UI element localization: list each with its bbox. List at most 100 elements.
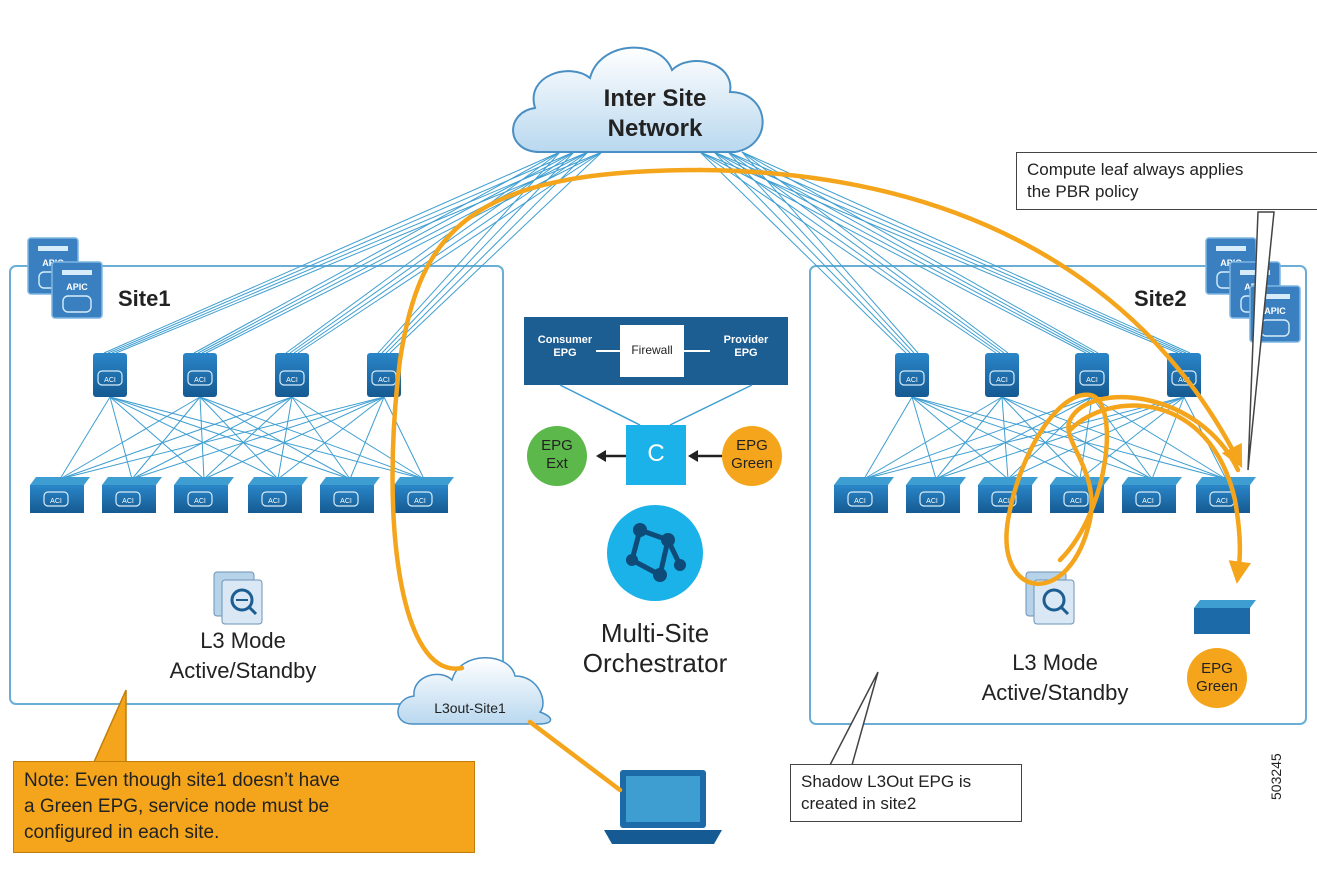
shadow-callout-line2: created in site2 — [801, 794, 917, 813]
compute-leaf-callout: Compute leaf always applies the PBR poli… — [1016, 152, 1317, 210]
orchestrator-line2: Orchestrator — [582, 648, 728, 678]
site2-leaf-switch-1: ACI — [834, 477, 894, 513]
acl-label: ACI — [996, 377, 1008, 384]
site2-epg-green-circle — [1187, 648, 1247, 708]
consumer-line2: EPG — [553, 347, 577, 359]
site2-spine-switch-3: ACI — [1075, 353, 1109, 397]
site2-leaf-switch-3: ACI — [978, 477, 1038, 513]
epg-ext-line1: EPG — [541, 437, 573, 454]
apic-label: APIC — [1264, 306, 1286, 316]
site1-service-line2: Active/Standby — [169, 658, 317, 683]
site2-leaf-switch-5: ACI — [1122, 477, 1182, 513]
acl-label: ACI — [926, 498, 938, 505]
note-line1: Note: Even though site1 doesn’t have — [24, 770, 340, 791]
orchestrator-label: Multi-Site Orchestrator — [583, 618, 728, 678]
compute-callout-line2: the PBR policy — [1027, 182, 1139, 201]
site2-epg-line2: Green — [1196, 678, 1238, 695]
cloud-line2: Network — [607, 115, 703, 142]
apic-group: APICAPICAPICAPICAPIC — [27, 237, 1301, 343]
acl-label: ACI — [50, 498, 62, 505]
site1-note: Note: Even though site1 doesn’t have a G… — [13, 761, 475, 853]
laptop-link — [527, 719, 623, 793]
acl-label: ACI — [268, 498, 280, 505]
site1-leaf-switch-1: ACI — [30, 477, 90, 513]
mso-logo — [607, 505, 703, 601]
acl-label: ACI — [1086, 377, 1098, 384]
provider-line2: EPG — [734, 347, 758, 359]
epg-green-circle — [722, 426, 782, 486]
apic-label: APIC — [66, 282, 88, 292]
shadow-callout-line1: Shadow L3Out EPG is — [801, 772, 972, 791]
contract-c-label: C — [647, 440, 665, 467]
provider-epg-label: Provider EPG — [724, 334, 769, 360]
acl-label: ACI — [122, 498, 134, 505]
site1-spine-switch-2: ACI — [183, 353, 217, 397]
site1-service-label: L3 Mode Active/Standby — [170, 626, 317, 686]
l3out-label: L3out-Site1 — [434, 700, 506, 716]
epg-green-label: EPG Green — [731, 437, 773, 473]
traffic-path-to-endpoint — [1067, 403, 1251, 584]
switch-group: ACI ACI ACI ACI ACI ACI ACI ACI ACI ACI ACI ACI ACI A… — [30, 353, 1256, 513]
site2-label: Site2 — [1134, 286, 1187, 311]
site1-spine-switch-3: ACI — [275, 353, 309, 397]
epg-ext-label: EPG Ext — [541, 437, 573, 473]
site1-service-line1: L3 Mode — [200, 628, 286, 653]
site1-leaf-switch-5: ACI — [320, 477, 380, 513]
figure-id: 503245 — [1268, 753, 1284, 800]
shadow-l3out-callout: Shadow L3Out EPG is created in site2 — [790, 764, 1022, 822]
acl-label: ACI — [1216, 498, 1228, 505]
site2-epg-green-label: EPG Green — [1196, 660, 1238, 696]
site1-leaf-switch-4: ACI — [248, 477, 308, 513]
acl-label: ACI — [414, 498, 426, 505]
orchestrator-line1: Multi-Site — [600, 618, 710, 648]
site2-endpoint-server — [1194, 600, 1256, 634]
site2-epg-line1: EPG — [1201, 660, 1233, 677]
compute-callout-line1: Compute leaf always applies — [1027, 160, 1244, 179]
site2-leaf-switch-2: ACI — [906, 477, 966, 513]
shadow-callout-pointer — [828, 671, 879, 766]
laptop-icon — [604, 770, 722, 844]
site2-spine-switch-2: ACI — [985, 353, 1019, 397]
traffic-path-main — [697, 167, 1243, 468]
note-line2: a Green EPG, service node must be — [24, 796, 330, 817]
acl-label: ACI — [1070, 498, 1082, 505]
site2-service-line2: Active/Standby — [981, 680, 1129, 705]
inter-site-cloud — [512, 46, 764, 153]
note-line3: configured in each site. — [24, 822, 220, 843]
acl-label: ACI — [998, 498, 1010, 505]
epg-ext-circle — [527, 426, 587, 486]
l3out-cloud — [397, 657, 552, 725]
site1-leaf-switch-6: ACI — [394, 477, 454, 513]
cloud-line1: Inter Site — [603, 85, 707, 112]
acl-label: ACI — [104, 377, 116, 384]
contract-c-box — [626, 425, 686, 485]
traffic-path-loop — [1004, 392, 1241, 586]
firewall-label: Firewall — [631, 343, 673, 357]
acl-label: ACI — [1142, 498, 1154, 505]
acl-label: ACI — [378, 377, 390, 384]
site2-service-line1: L3 Mode — [1012, 650, 1098, 675]
inter-site-network-label: Inter Site Network — [604, 84, 707, 144]
epg-ext-line2: Ext — [546, 455, 568, 472]
site2-leaf-switch-6: ACI — [1196, 477, 1256, 513]
acl-label: ACI — [194, 498, 206, 505]
consumer-epg-label: Consumer EPG — [538, 334, 592, 360]
site1-spine-switch-1: ACI — [93, 353, 127, 397]
acl-label: ACI — [194, 377, 206, 384]
site1-leaf-switch-2: ACI — [102, 477, 162, 513]
site1-label: Site1 — [118, 286, 171, 311]
acl-label: ACI — [286, 377, 298, 384]
consumer-line1: Consumer — [537, 334, 593, 346]
site2-service-label: L3 Mode Active/Standby — [982, 648, 1129, 708]
site1-leaf-switch-3: ACI — [174, 477, 234, 513]
apic-controller-2: APIC — [51, 261, 103, 319]
site1-service-node-icon — [213, 571, 263, 625]
site2-box — [809, 265, 1307, 725]
acl-label: ACI — [854, 498, 866, 505]
site1-box — [9, 265, 504, 705]
acl-label: ACI — [340, 498, 352, 505]
acl-label: ACI — [906, 377, 918, 384]
epg-green-line1: EPG — [736, 437, 768, 454]
note-pointer — [92, 689, 127, 763]
